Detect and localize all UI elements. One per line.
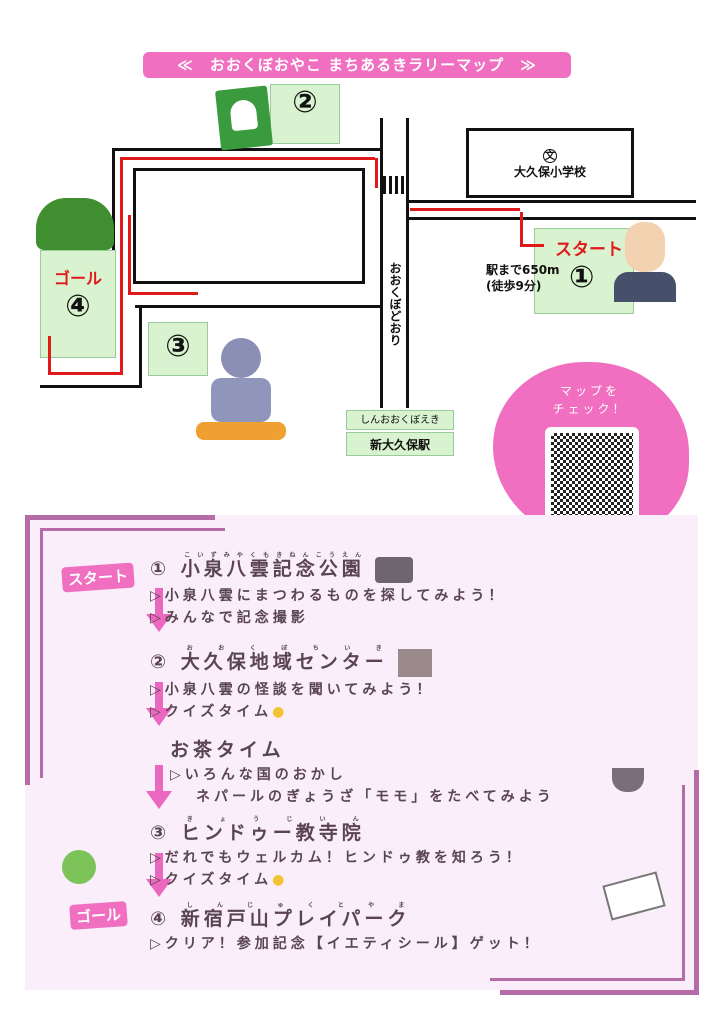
route-arrow [128, 215, 131, 295]
road-street-a [380, 118, 383, 408]
point-2-area: ② [270, 84, 340, 144]
road-east-a [406, 200, 696, 203]
goal-tag: ゴール [69, 901, 128, 930]
qr-label: マップを チェック！ [552, 384, 628, 416]
route-arrow [410, 208, 520, 211]
step-4-title: 新宿戸山プレイパーク [180, 908, 411, 930]
ghost-book-illustration [215, 85, 273, 151]
route-arrow [128, 292, 198, 295]
step-3: ③ ヒンドゥー教寺院きょうじいん ▷だれでもウェルカム！ヒンドゥ教を知ろう！ ▷… [150, 816, 524, 888]
step-4: ④ 新宿戸山プレイパークしんじゅくとやま ▷クリア！参加記念【イエティシール】ゲ… [150, 902, 542, 952]
down-arrow-icon [146, 853, 172, 897]
page-title: ≪ おおくぼおやこ まちあるきラリーマップ ≫ [143, 52, 571, 78]
road-street-b [406, 118, 409, 408]
frame-line [25, 515, 30, 785]
road-left [40, 385, 142, 388]
route-arrow [520, 244, 544, 247]
shiva-illustration [196, 330, 286, 442]
road-east-b [406, 217, 696, 220]
tree-illustration [36, 198, 114, 250]
qr-code[interactable] [545, 427, 639, 521]
down-arrow-icon [146, 588, 172, 632]
step-3-title: ヒンドゥー教寺院 [180, 822, 365, 844]
route-arrow [520, 212, 523, 246]
route-arrow [48, 336, 51, 374]
distance-label: 駅まで650m(徒歩9分) [486, 263, 560, 293]
route-arrow [120, 157, 375, 160]
map-block-main [133, 168, 365, 284]
station-kana-label: しんおおくぼえき [346, 410, 454, 430]
start-tag: スタート [61, 562, 135, 593]
school-building: 文 大久保小学校 [466, 128, 634, 198]
book-icon [398, 648, 433, 677]
frame-line [490, 978, 685, 981]
frame-line [682, 785, 685, 980]
step-1: ① 小泉八雲記念公園こいずみやくもきねんこうえん ▷小泉八雲にまつわるものを探し… [150, 552, 507, 626]
station-label: 新大久保駅 [346, 432, 454, 456]
street-label: おおくぼどおり [388, 262, 402, 346]
road-left-v [139, 305, 142, 387]
lightbulb-icon: ● [272, 703, 289, 720]
frame-line [40, 528, 43, 778]
step-2: ② 大久保地域センターおおくぼちいき ▷小泉八雲の怪談を聞いてみよう！ ▷クイズ… [150, 645, 435, 720]
goal-area: ゴール ④ [40, 250, 116, 358]
tree-icon [62, 850, 96, 884]
crosswalk [383, 176, 406, 194]
tea-time: お茶タイム ▷いろんな国のおかし ネパールのぎょうざ「モモ」をたべてみよう [170, 739, 555, 805]
school-icon: 文 [543, 149, 557, 163]
frame-line [694, 770, 699, 995]
road-lower [135, 305, 382, 308]
step-1-title: 小泉八雲記念公園 [180, 558, 365, 580]
frame-line [40, 528, 225, 531]
teacup-icon [612, 768, 644, 792]
start-area: スタート ① [534, 228, 634, 314]
route-arrow [48, 372, 123, 375]
frame-line [500, 990, 699, 995]
portrait-illustration [614, 222, 676, 304]
route-arrow [120, 157, 123, 372]
camera-icon [375, 556, 414, 583]
down-arrow-icon [146, 765, 172, 809]
frame-line [25, 515, 215, 520]
step-2-title: 大久保地域センター [180, 651, 388, 673]
lightbulb-icon: ● [272, 872, 289, 888]
point-3-area: ③ [148, 322, 208, 376]
route-arrow [375, 158, 378, 188]
road-outline [112, 148, 382, 308]
school-label: 大久保小学校 [513, 165, 586, 179]
down-arrow-icon [146, 682, 172, 726]
itinerary-panel [25, 515, 698, 990]
